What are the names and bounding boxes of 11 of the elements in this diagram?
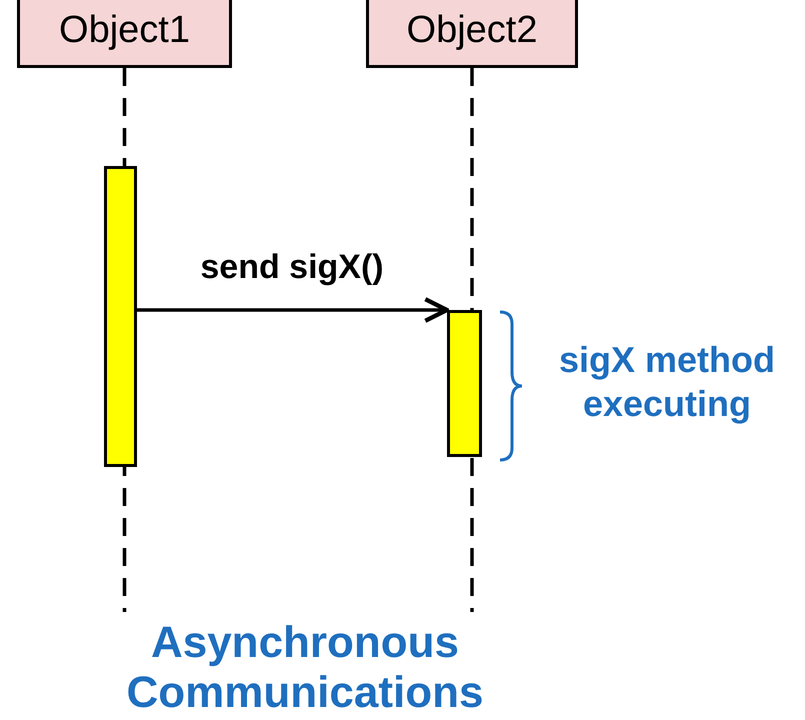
annotation: sigX method executing <box>558 338 776 426</box>
object-name: Object1 <box>59 8 190 52</box>
activation-bar <box>447 310 482 457</box>
message-arrow <box>137 297 450 323</box>
object-name: Object2 <box>406 8 538 52</box>
edge-label: send sigX() <box>199 248 385 287</box>
activation-bar <box>104 166 137 467</box>
lifeline <box>470 68 474 612</box>
object-box <box>366 0 578 68</box>
object-box <box>17 0 232 68</box>
caption: Asynchronous Communications <box>126 618 484 718</box>
